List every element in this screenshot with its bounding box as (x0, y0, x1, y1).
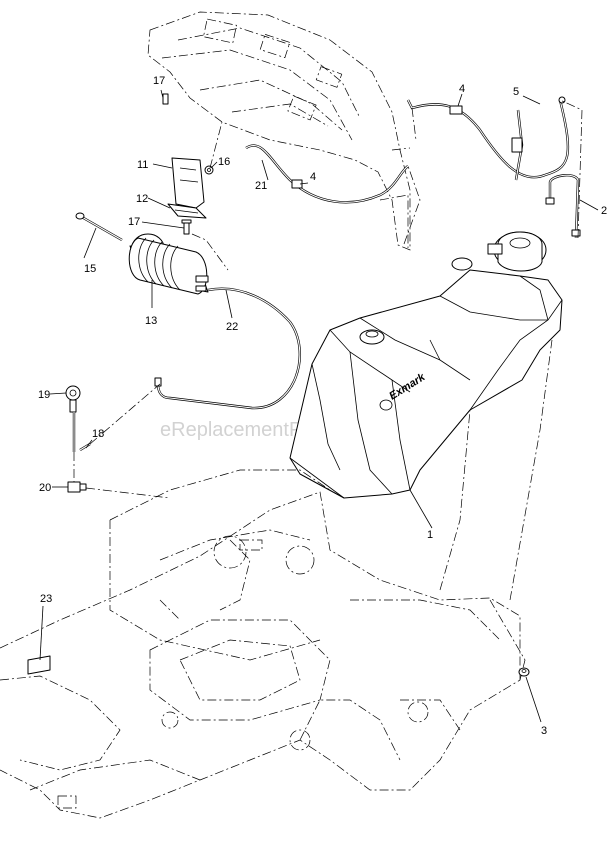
hose-clamp (449, 105, 463, 115)
callout-21: 21 (255, 180, 267, 192)
grommet-3 (518, 667, 530, 677)
callout-22: 22 (226, 321, 238, 333)
valve-19 (65, 385, 81, 413)
callout-2: 2 (601, 205, 607, 217)
callout-16: 16 (218, 156, 230, 168)
callout-18: 18 (92, 428, 104, 440)
bracket-11 (171, 157, 205, 209)
callout-17: 17 (153, 75, 165, 87)
fuel-line-tube (545, 174, 581, 239)
charcoal-canister-13 (128, 233, 209, 295)
vent-hose-22 (154, 287, 301, 410)
fuel-line-21 (245, 144, 409, 204)
fitting-20 (67, 481, 87, 493)
callout-4: 4 (310, 171, 316, 183)
hose-clamp (511, 137, 523, 153)
callout-5: 5 (513, 86, 519, 98)
callout-4: 4 (459, 83, 465, 95)
hose-end-fitting (558, 96, 566, 104)
leader-lines (39, 89, 599, 723)
callout-20: 20 (39, 482, 51, 494)
callout-15: 15 (84, 263, 96, 275)
callout-12: 12 (136, 193, 148, 205)
lower-frame-assembly (0, 339, 553, 819)
callout-13: 13 (145, 315, 157, 327)
callout-labels: 1 2 3 4 4 5 11 12 13 15 16 17 17 18 19 2… (38, 75, 607, 737)
callout-19: 19 (38, 389, 50, 401)
screw-17-mid (181, 219, 192, 235)
callout-11: 11 (137, 159, 148, 171)
decal-23 (27, 655, 51, 675)
callout-17: 17 (128, 216, 140, 228)
upper-frame-assembly (147, 11, 411, 251)
screw-17-top (162, 93, 169, 105)
assembly-center-lines (73, 99, 583, 499)
fuel-tank-1: Exmark (289, 231, 563, 499)
callout-23: 23 (40, 593, 52, 605)
clamp-12 (167, 203, 207, 219)
tube-15 (75, 212, 123, 242)
vent-hose-top (406, 96, 570, 181)
callout-1: 1 (427, 529, 433, 541)
callout-3: 3 (541, 725, 547, 737)
